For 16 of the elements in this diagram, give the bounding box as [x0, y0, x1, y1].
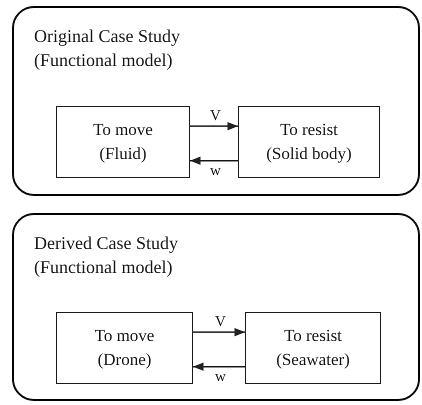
- arrow: [193, 328, 245, 336]
- arrow: [193, 362, 245, 371]
- box-label: To resist (Solid body): [265, 119, 353, 165]
- box-label: To move (Drone): [94, 325, 156, 371]
- function-box: [56, 106, 190, 178]
- group-panel: [12, 6, 420, 196]
- arrow: [190, 156, 238, 165]
- arrow: [190, 122, 238, 130]
- function-box: [238, 106, 380, 178]
- group-panel: [12, 213, 420, 401]
- box-label: To resist (Seawater): [275, 325, 351, 371]
- box-label: To move (Fluid): [92, 119, 154, 165]
- function-box: [245, 312, 381, 384]
- panel-heading: Derived Case Study (Functional model): [34, 232, 179, 279]
- function-box: [56, 312, 193, 384]
- panel-heading: Original Case Study (Functional model): [34, 25, 181, 72]
